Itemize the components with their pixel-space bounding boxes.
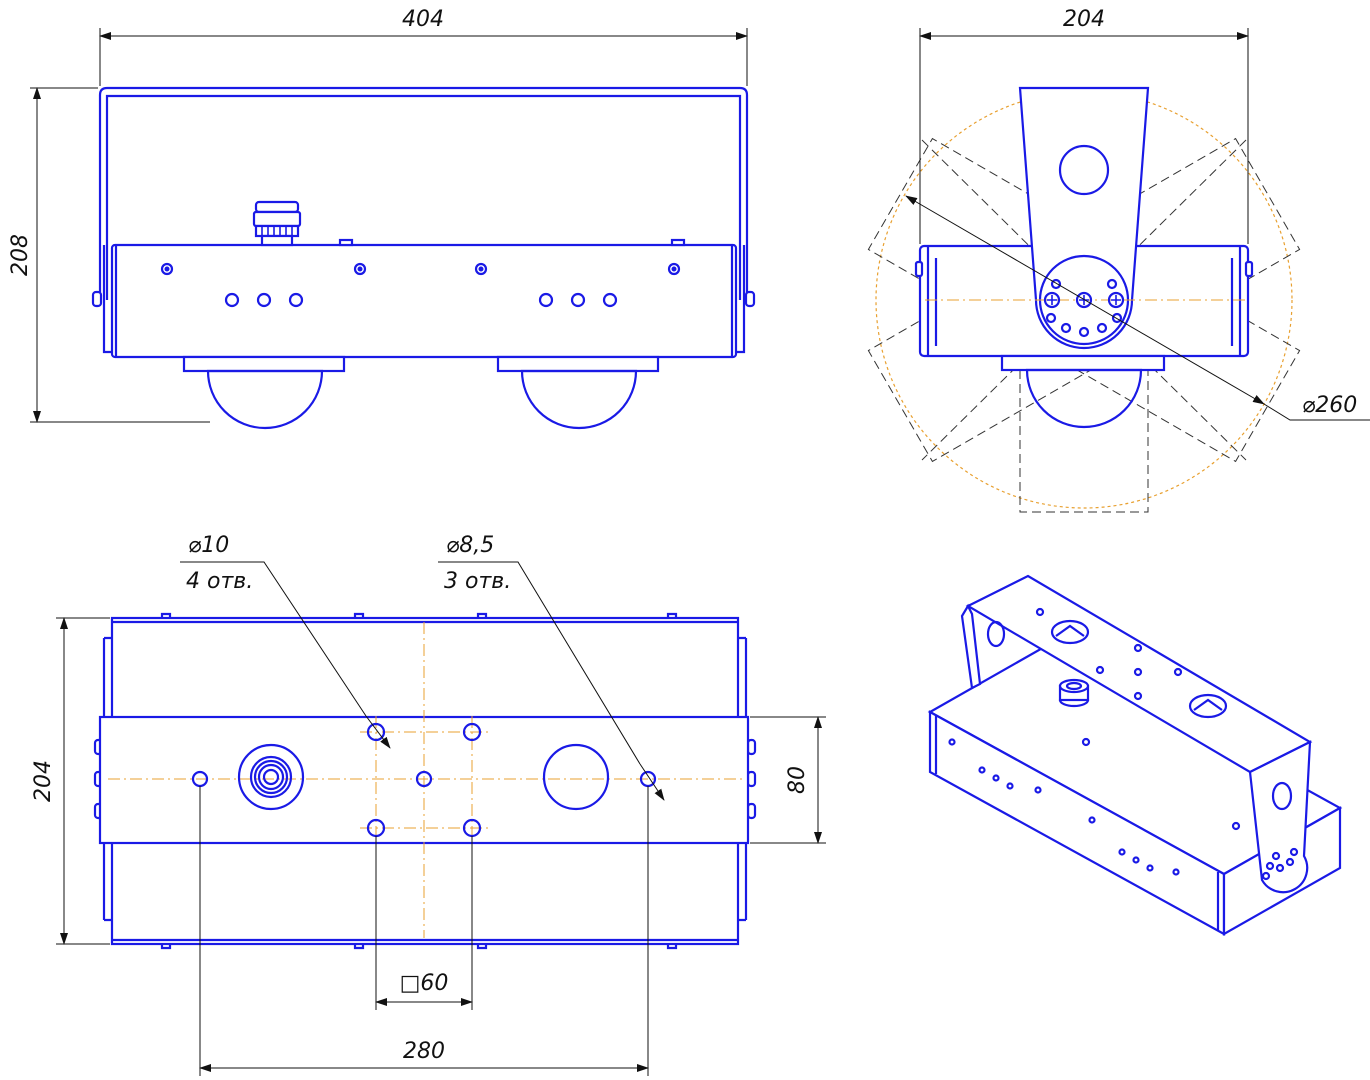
side-width-label: 204 [1063, 7, 1105, 32]
side-view [867, 86, 1301, 513]
hole85-diameter-label: ⌀8,5 [446, 533, 494, 558]
square-size-label: □60 [400, 971, 449, 996]
circle-diameter-label: ⌀260 [1302, 393, 1357, 418]
hole85-count-label: 3 отв. [444, 569, 511, 594]
hole10-diameter-label: ⌀10 [188, 533, 229, 558]
front-dimensions: 404 208 [8, 7, 748, 423]
side-dimensions: 204 ⌀260 [905, 7, 1370, 421]
front-view [91, 86, 756, 430]
bottom-height-label: 204 [31, 760, 56, 802]
bottom-dimensions: ⌀10 4 отв. ⌀8,5 3 отв. □60 280 204 80 [31, 533, 826, 1076]
cable-gland [252, 200, 302, 247]
bottom-view [93, 612, 757, 950]
plate-width-label: 80 [785, 766, 810, 794]
hole10-count-label: 4 отв. [186, 569, 253, 594]
isometric-view [927, 574, 1343, 936]
hole-spacing-label: 280 [403, 1039, 445, 1064]
front-width-label: 404 [402, 7, 444, 32]
front-height-label: 208 [8, 234, 33, 276]
